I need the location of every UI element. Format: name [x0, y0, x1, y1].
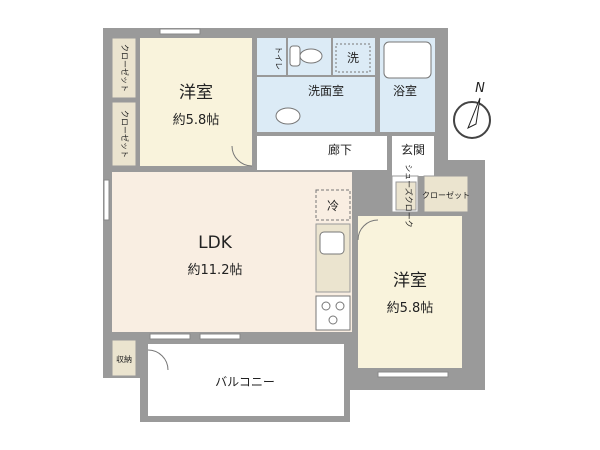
- western-se-name: 洋室: [393, 271, 427, 291]
- closet-top-label: クローゼット: [120, 44, 130, 92]
- closet-top-left: [111, 37, 137, 99]
- ldk-name: LDK: [198, 233, 233, 253]
- closet-right: [423, 175, 469, 213]
- laundry-label: 洗: [347, 51, 359, 65]
- ldk-room: [112, 172, 352, 332]
- storage-label: 収納: [116, 354, 132, 364]
- hallway: [257, 136, 387, 170]
- entrance: [392, 136, 434, 176]
- shoe-closet-label: シューズクローク: [404, 164, 414, 228]
- washroom-label: 洗面室: [308, 83, 344, 98]
- western-room-nw: [140, 38, 252, 166]
- closet-mid-left: [111, 101, 137, 167]
- shoe-closet: [395, 181, 417, 211]
- compass-label: N: [475, 81, 485, 96]
- compass-icon: N: [453, 81, 491, 139]
- western-se-size: 約5.8帖: [387, 301, 434, 316]
- closet-right-label: クローゼット: [422, 190, 470, 200]
- ldk-size: 約11.2帖: [188, 263, 243, 278]
- storage: [111, 339, 137, 377]
- western-nw-name: 洋室: [179, 83, 213, 103]
- entrance-label: 玄関: [401, 142, 425, 157]
- fridge-label: 冷: [327, 199, 339, 213]
- toilet-label: トイレ: [274, 46, 283, 70]
- balcony: [148, 344, 344, 416]
- western-nw-size: 約5.8帖: [173, 113, 220, 128]
- western-room-se: [358, 216, 462, 368]
- stove: [315, 295, 351, 331]
- hallway-label: 廊下: [328, 142, 352, 157]
- balcony-label: バルコニー: [215, 375, 275, 389]
- bathroom-label: 浴室: [393, 83, 417, 98]
- closet-mid-label: クローゼット: [120, 110, 130, 158]
- fridge-space: [315, 189, 351, 221]
